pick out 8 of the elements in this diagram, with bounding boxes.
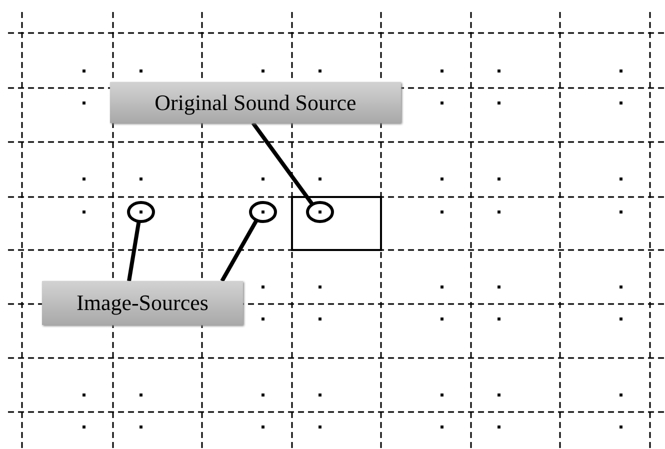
leader-line <box>220 220 258 282</box>
source-circle <box>305 200 335 224</box>
source-circle <box>126 200 156 224</box>
callout-label: Original Sound Source <box>110 82 401 123</box>
callout-label: Image-Sources <box>42 281 243 325</box>
leader-line <box>251 122 314 206</box>
source-circle <box>248 200 278 224</box>
leader-line <box>127 222 141 282</box>
